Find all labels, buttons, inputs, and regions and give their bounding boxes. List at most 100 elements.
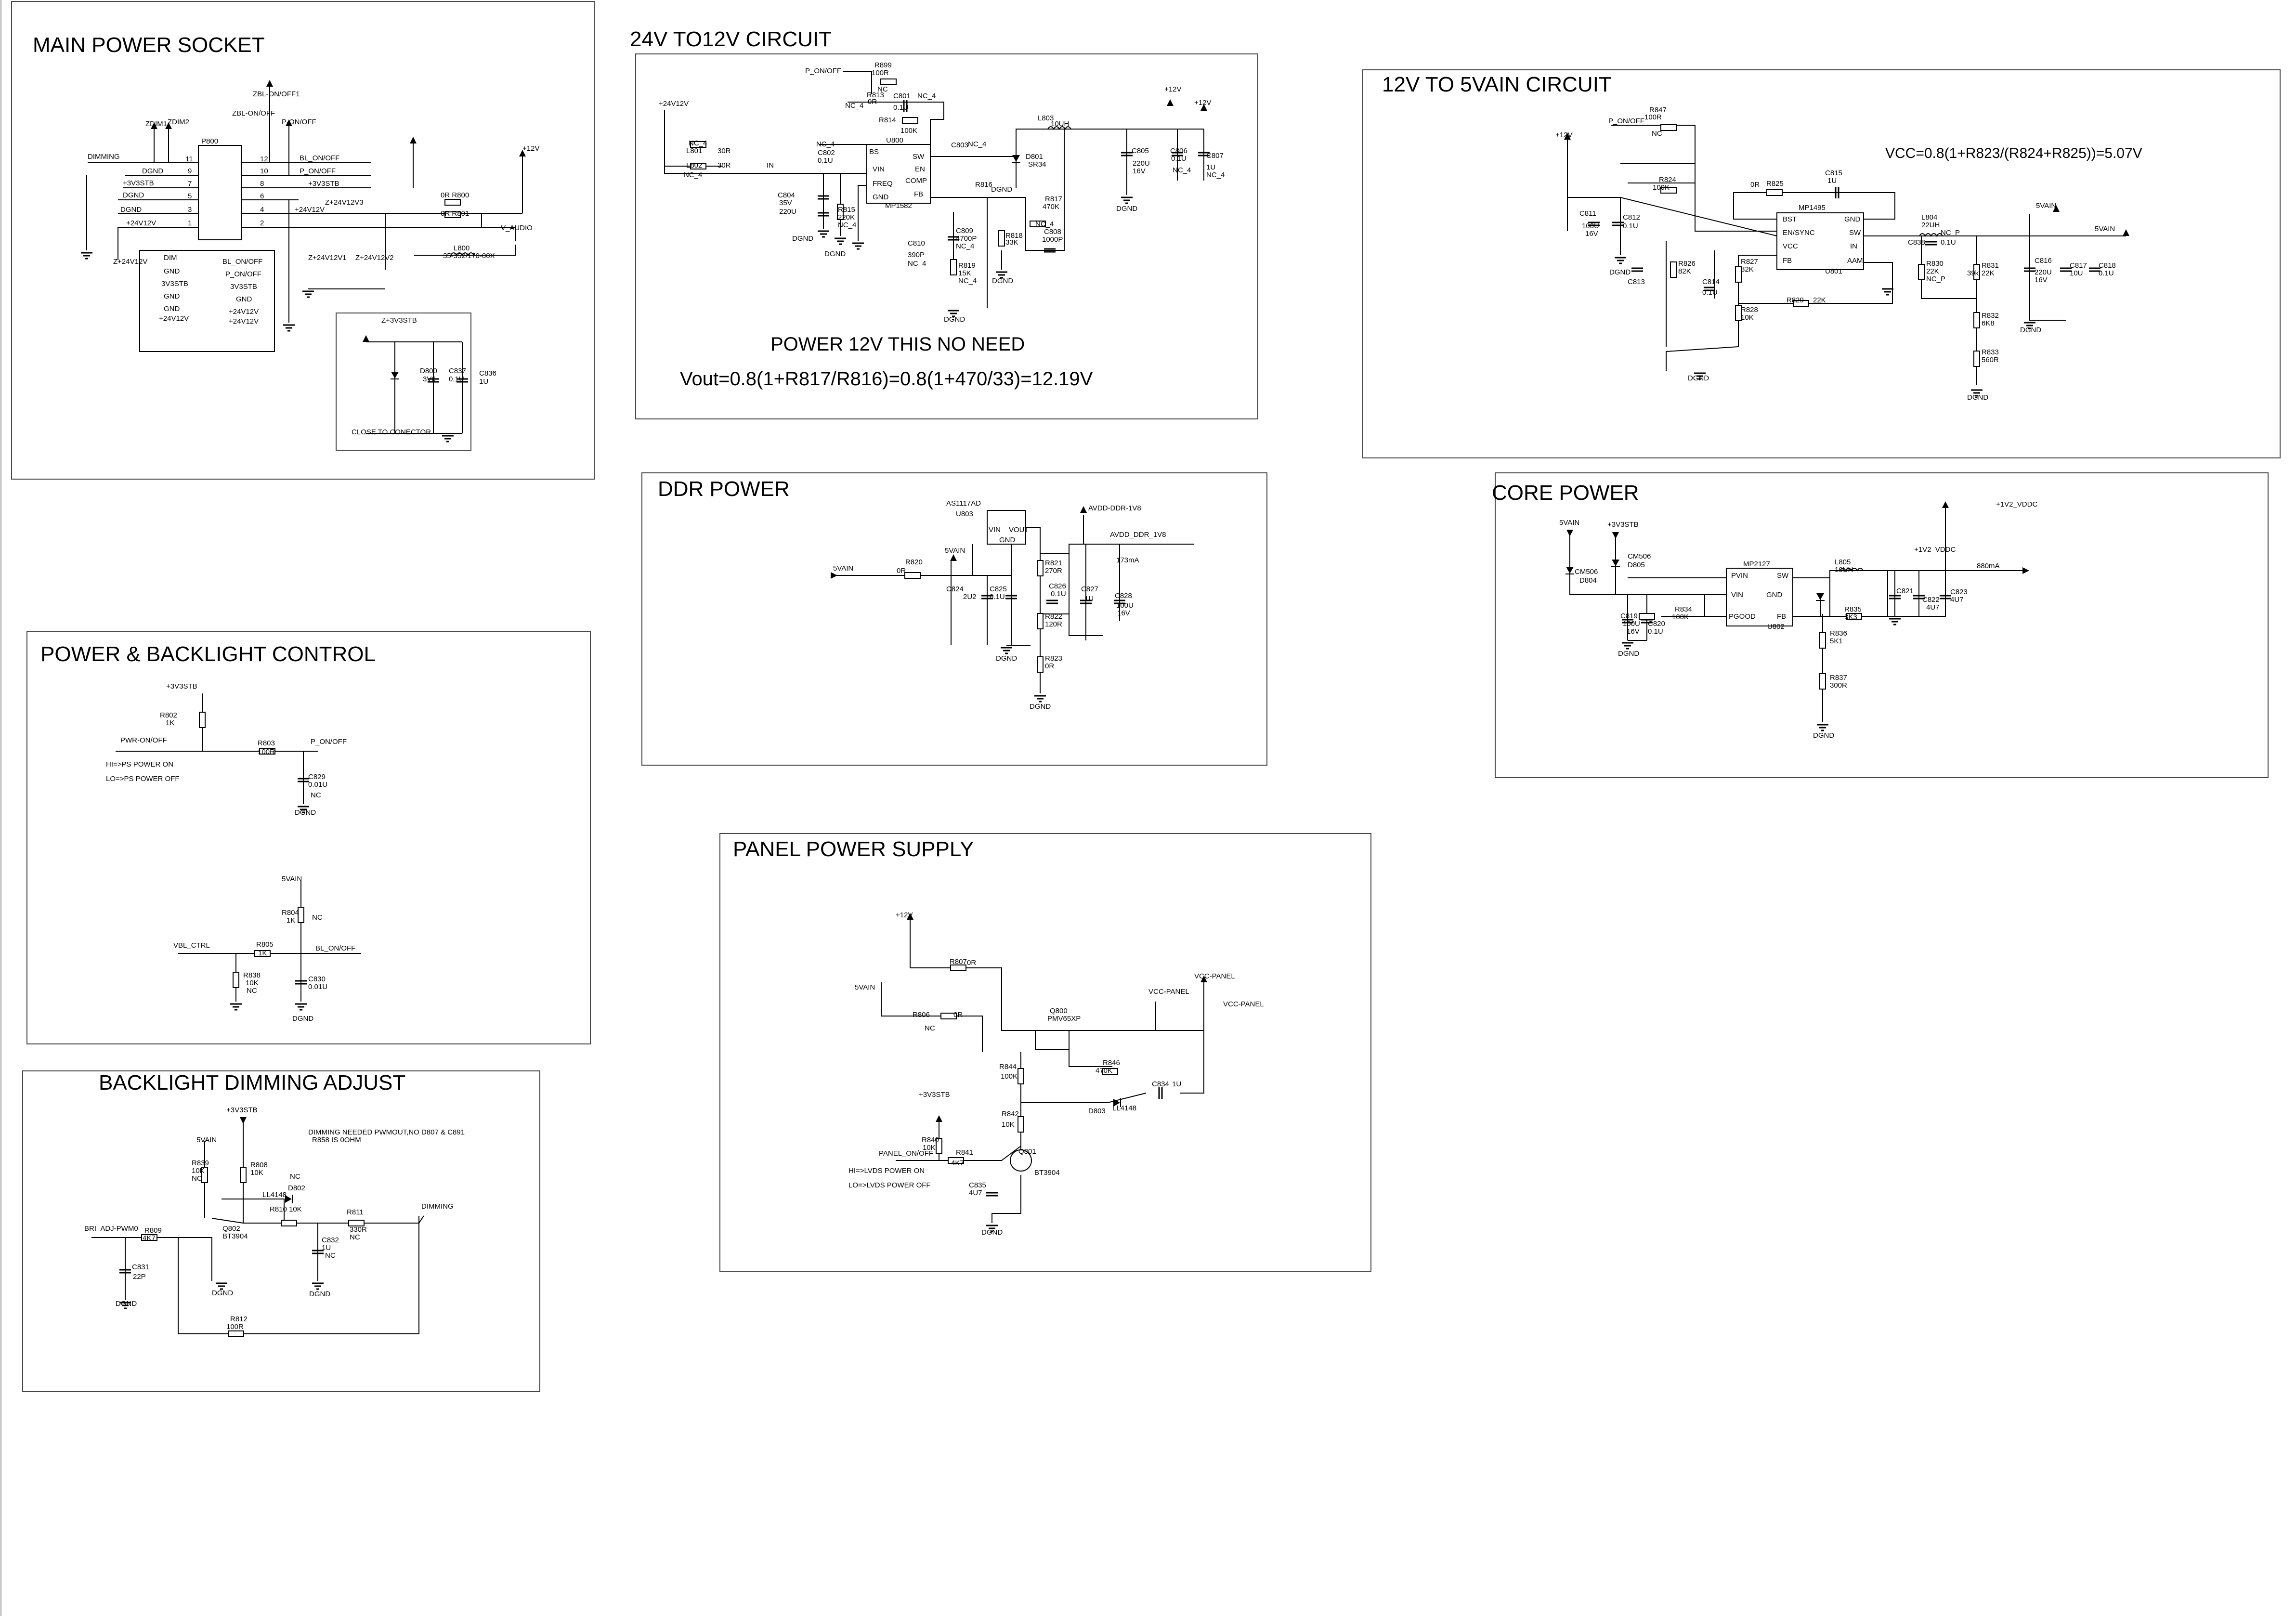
component-label: 2U2 xyxy=(963,593,977,601)
component-label: BL_ON/OFF xyxy=(222,258,262,266)
component-label: GND xyxy=(1766,591,1783,599)
component-label: 35-352/170-00X xyxy=(443,252,495,260)
component-label: R817 xyxy=(1045,195,1062,203)
component-label: D801 xyxy=(1026,153,1043,161)
component-label: U800 xyxy=(886,136,903,144)
component-label: C803 xyxy=(951,141,968,149)
component-label: C837 xyxy=(449,367,466,375)
component-label: +12V xyxy=(896,911,913,919)
component-label: NC_4 xyxy=(908,260,926,268)
component-label: DGND xyxy=(1030,703,1051,711)
section-backlight-dimming-adjust: BACKLIGHT DIMMING ADJUST +3V3STB 5VAIN D… xyxy=(22,1070,540,1392)
component-label: 0.1U xyxy=(1051,590,1066,598)
component-label: P_ON/OFF xyxy=(805,67,841,75)
component-label: 10 xyxy=(260,167,268,175)
component-label: C824 xyxy=(946,585,964,593)
label-group: +3V3STB 5VAIN DIMMING NEEDED PWMOUT,NO D… xyxy=(84,1106,465,1331)
component-label: R847 xyxy=(1649,106,1667,114)
component-label: Q802 xyxy=(222,1225,240,1233)
component-label: 270R xyxy=(1045,567,1062,575)
component-label: 5VAIN xyxy=(2095,225,2115,233)
component-label: 173mA xyxy=(1116,556,1139,564)
component-label: NC xyxy=(247,987,257,995)
section-title: CORE POWER xyxy=(1492,481,1639,505)
component-label: NC_4 xyxy=(838,221,856,229)
note-vout-formula: Vout=0.8(1+R817/R816)=0.8(1+470/33)=12.1… xyxy=(680,368,1093,390)
component-label: NC_4 xyxy=(689,139,707,147)
component-label: BT3904 xyxy=(1034,1169,1060,1177)
component-label: DGND xyxy=(1116,205,1137,213)
component-label: 0R xyxy=(953,1011,963,1019)
component-label: 16V xyxy=(1627,627,1640,636)
component-label: C825 xyxy=(990,585,1007,593)
component-label: 0.1U xyxy=(990,593,1005,601)
component-label: 100K xyxy=(1653,183,1670,192)
section-title: POWER & BACKLIGHT CONTROL xyxy=(40,642,376,666)
component-label: 560R xyxy=(1982,356,1999,364)
component-label: 10K xyxy=(250,1169,263,1177)
component-label: R803 xyxy=(258,739,275,747)
component-label: +1V2_VDDC xyxy=(1996,500,2037,508)
component-label: 1U xyxy=(1206,163,1215,171)
component-label: 4U7 xyxy=(1950,596,1964,604)
component-label: DGND xyxy=(116,1300,137,1308)
component-label: CM506 xyxy=(1628,552,1651,560)
component-label: 100U xyxy=(1623,620,1640,628)
mosfet-q800 xyxy=(1035,1030,1070,1050)
component-label: C821 xyxy=(1896,587,1914,595)
component-label: NC_4 xyxy=(816,140,835,148)
component-label: COMP xyxy=(905,177,927,185)
component-label: L803 xyxy=(1038,114,1054,122)
component-label: PVIN xyxy=(1731,572,1748,580)
component-label: R805 xyxy=(256,940,274,949)
component-label: 5VAIN xyxy=(196,1136,217,1144)
component-label: R838 xyxy=(243,971,261,979)
component-label: C811 xyxy=(1579,209,1596,218)
component-label: 16V xyxy=(1133,167,1146,175)
component-label: 10UH xyxy=(1051,120,1069,128)
component-label: C817 xyxy=(2070,261,2087,270)
component-label: CM506 xyxy=(1575,568,1598,576)
component-label: 10UH xyxy=(1835,566,1853,574)
component-label: 220U xyxy=(1133,159,1150,168)
component-label: U803 xyxy=(956,510,973,518)
component-label: 9 xyxy=(188,167,192,175)
component-label: R858 IS 0OHM xyxy=(312,1136,361,1144)
component-label: EN/SYNC xyxy=(1783,229,1815,237)
component-label: 470K xyxy=(1096,1067,1112,1075)
component-label: 10K xyxy=(289,1205,302,1213)
component-label: 1000P xyxy=(1042,235,1063,244)
component-label: VIN xyxy=(873,165,885,173)
component-label: 1 xyxy=(188,219,192,227)
component-label: GND xyxy=(873,193,889,201)
component-label: R815 xyxy=(838,206,855,214)
component-label: BT3904 xyxy=(222,1232,248,1240)
section-panel-power-supply: PANEL POWER SUPPLY +12V R807 0R 5VAIN R8… xyxy=(719,833,1371,1272)
component-label: P800 xyxy=(201,137,218,145)
component-label: NC_4 xyxy=(968,140,986,148)
component-label: L805 xyxy=(1835,558,1851,566)
component-label: 0.1U xyxy=(818,156,833,165)
component-label: R837 xyxy=(1830,674,1847,682)
component-label: NC_4 xyxy=(684,171,702,179)
component-label: C814 xyxy=(1702,278,1720,286)
component-label: 5K1 xyxy=(1830,637,1843,645)
component-label: DGND xyxy=(996,654,1017,663)
component-label: C802 xyxy=(818,149,835,157)
component-label: 5VAIN xyxy=(855,983,875,991)
component-label: 1U xyxy=(322,1244,331,1252)
component-label: IN xyxy=(1850,242,1857,250)
component-label: 16V xyxy=(1585,230,1598,238)
component-label: NC_4 xyxy=(1035,220,1054,228)
component-label: Z+24V12V1 xyxy=(308,254,347,262)
component-label: C807 xyxy=(1206,152,1224,160)
component-label: C834 xyxy=(1152,1080,1169,1088)
component-label: Q801 xyxy=(1018,1147,1036,1156)
component-label: L802 xyxy=(686,161,702,169)
component-label: +24V12V xyxy=(659,100,689,108)
component-label: L800 xyxy=(454,244,470,252)
ic-u801 xyxy=(1776,212,1864,270)
component-label: 39k xyxy=(1967,269,1979,277)
component-label: 0R xyxy=(868,98,877,106)
